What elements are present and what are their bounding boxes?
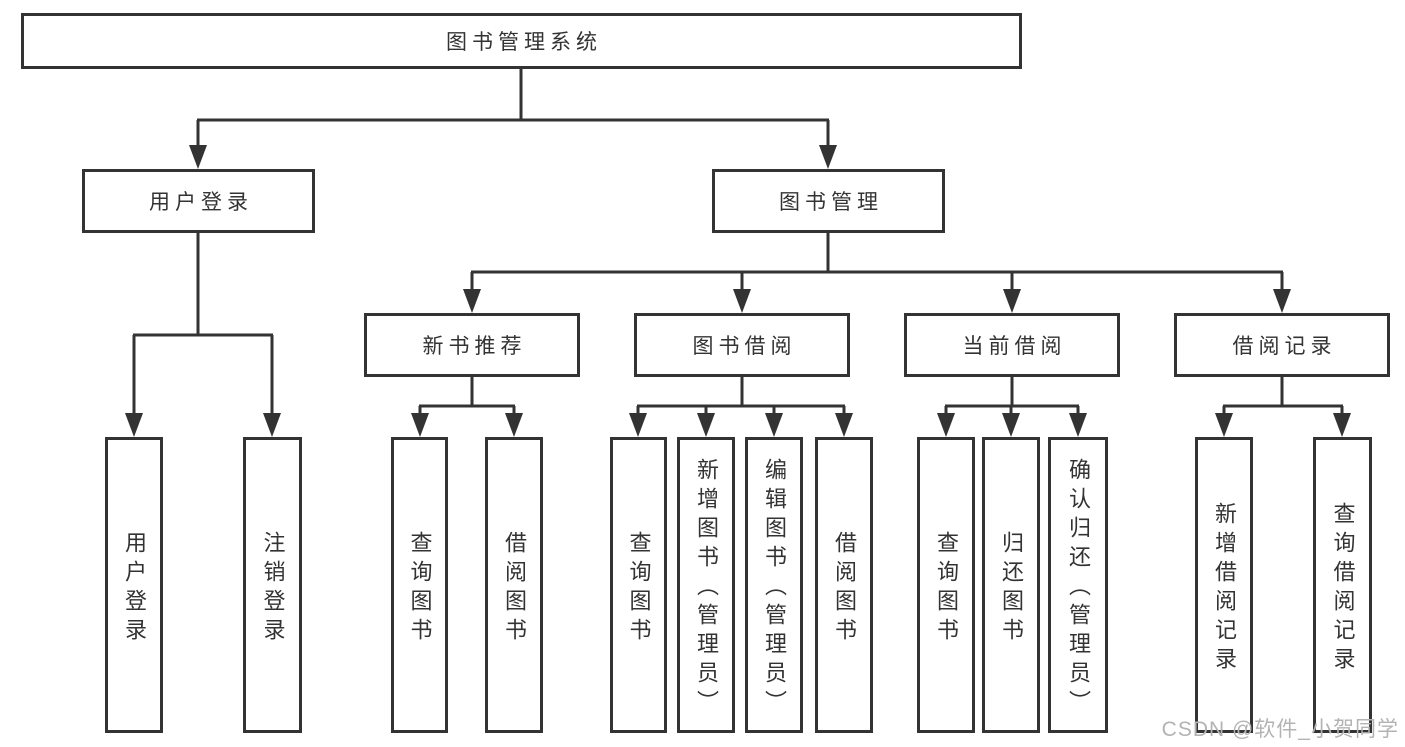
leaf-bb-edit-books-label: 编辑图书（管理员）: [762, 458, 787, 719]
leaf-br-query-record: 查询借阅记录: [1313, 437, 1372, 733]
leaf-br-add-record: 新增借阅记录: [1195, 437, 1253, 733]
leaf-bb-add-books: 新增图书（管理员）: [677, 437, 735, 733]
leaf-logout: 注销登录: [243, 437, 302, 733]
node-new-book-recommend: 新书推荐: [364, 313, 580, 377]
leaf-logout-label: 注销登录: [260, 530, 286, 647]
leaf-cb-return-books-label: 归还图书: [999, 530, 1024, 647]
leaf-cb-query-books: 查询图书: [917, 437, 975, 733]
leaf-cb-confirm-return-label: 确认归还（管理员）: [1066, 458, 1091, 719]
leaf-br-query-record-label: 查询借阅记录: [1330, 501, 1356, 676]
leaf-bb-edit-books: 编辑图书（管理员）: [745, 437, 803, 733]
leaf-cb-confirm-return: 确认归还（管理员）: [1048, 437, 1108, 733]
leaf-bb-borrow-books-label: 借阅图书: [832, 530, 857, 647]
node-user-login: 用户登录: [82, 169, 315, 233]
leaf-cb-query-books-label: 查询图书: [934, 530, 959, 647]
leaf-user-login: 用户登录: [105, 437, 163, 733]
watermark: CSDN @软件_小贺同学: [1161, 718, 1399, 741]
leaf-bb-query-books: 查询图书: [610, 437, 667, 733]
leaf-user-login-label: 用户登录: [122, 530, 147, 647]
leaf-nb-query-books-label: 查询图书: [407, 530, 433, 647]
node-book-management: 图书管理: [712, 169, 945, 233]
node-book-borrowing: 图书借阅: [634, 313, 850, 377]
leaf-cb-return-books: 归还图书: [982, 437, 1040, 733]
leaf-nb-borrow-books: 借阅图书: [485, 437, 543, 733]
leaf-nb-borrow-books-label: 借阅图书: [502, 530, 527, 647]
leaf-nb-query-books: 查询图书: [391, 437, 448, 733]
node-borrow-records: 借阅记录: [1174, 313, 1390, 377]
leaf-bb-add-books-label: 新增图书（管理员）: [694, 458, 719, 719]
leaf-br-add-record-label: 新增借阅记录: [1212, 501, 1237, 676]
node-root: 图书管理系统: [21, 13, 1022, 69]
leaf-bb-query-books-label: 查询图书: [626, 530, 652, 647]
leaf-bb-borrow-books: 借阅图书: [815, 437, 873, 733]
node-current-borrowing: 当前借阅: [904, 313, 1120, 377]
